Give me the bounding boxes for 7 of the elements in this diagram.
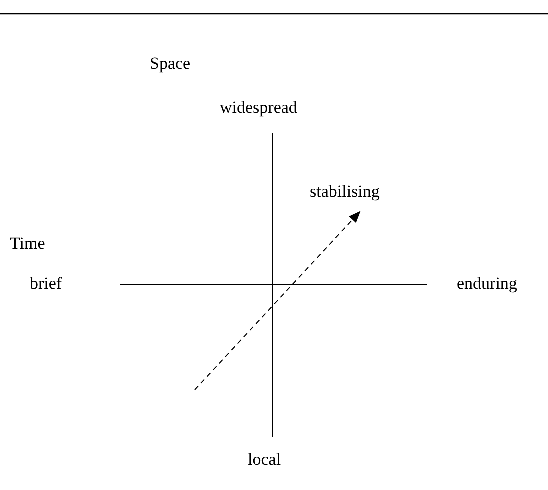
axis-title: Space [150,54,191,74]
axis-title: Time [10,234,46,254]
axis-end-label: brief [30,274,62,294]
axis-end-label: widespread [220,98,298,118]
arrow-label: stabilising [310,182,380,202]
axis-end-label: enduring [457,274,518,294]
axis-end-label: local [248,450,282,470]
